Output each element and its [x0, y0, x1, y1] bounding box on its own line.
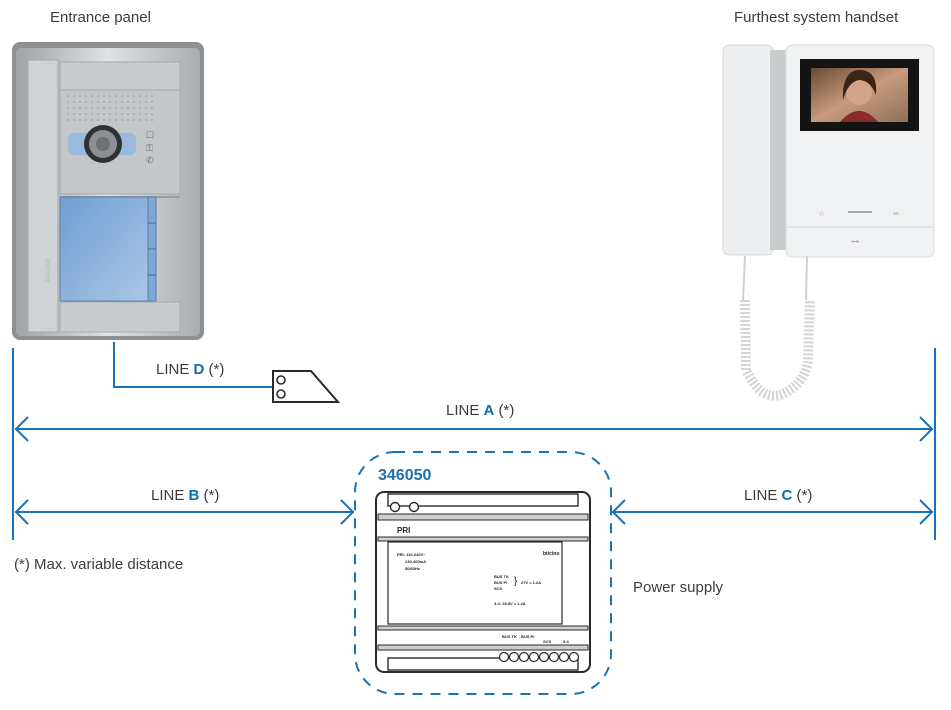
svg-text:BUS PI: BUS PI [521, 634, 534, 639]
speaker-grille [67, 95, 153, 121]
svg-text:☐: ☐ [146, 130, 154, 140]
pri-label: PRI [397, 526, 410, 535]
entrance-panel-label: Entrance panel [50, 9, 151, 26]
power-supply-boundary [354, 451, 612, 695]
line-a-label: LINE A (*) [446, 402, 515, 419]
svg-text:bticino: bticino [43, 258, 52, 282]
brace-glyph: } [514, 576, 518, 587]
svg-text:SCS: SCS [543, 639, 552, 644]
svg-text:3-4: 28.8V = 1.2A: 3-4: 28.8V = 1.2A [494, 601, 526, 606]
line-a-arrow [14, 416, 934, 442]
handset-label: Furthest system handset [734, 9, 899, 26]
line-d-label: LINE D (*) [156, 361, 225, 378]
model-number: 346050 [378, 467, 432, 484]
svg-text:27V = 1.2A: 27V = 1.2A [521, 580, 541, 585]
svg-text:3-4: 3-4 [563, 639, 570, 644]
line-c-label: LINE C (*) [744, 487, 813, 504]
svg-text:⚿: ⚿ [146, 143, 153, 153]
svg-text:PRI: 110-240V~: PRI: 110-240V~ [397, 552, 426, 557]
svg-text:BUS TK: BUS TK [494, 574, 509, 579]
power-supply-label: Power supply [633, 579, 724, 596]
line-b-arrow [14, 499, 355, 525]
camera-icon [84, 125, 122, 163]
terminal-block-icon [272, 370, 341, 403]
line-d [113, 342, 341, 403]
footnote: (*) Max. variable distance [14, 556, 184, 573]
svg-text:✆: ✆ [146, 155, 154, 165]
svg-text:BUS PI: BUS PI [494, 580, 507, 585]
svg-text:50/60Hz: 50/60Hz [405, 566, 420, 571]
brand-logo: bticino [543, 551, 559, 557]
svg-text:SCS: SCS [494, 586, 503, 591]
power-supply-device [375, 491, 591, 673]
handset-device: ☆ ∞ ⊶ [722, 44, 935, 401]
line-c-arrow [611, 499, 934, 525]
svg-text:BUS TK: BUS TK [502, 634, 517, 639]
entrance-panel-device: ☐ ⚿ ✆ bticino [12, 42, 204, 340]
key-icon: ⊶ [851, 237, 859, 246]
line-b-label: LINE B (*) [151, 487, 220, 504]
link-icon: ∞ [893, 209, 899, 218]
svg-text:230-400mA: 230-400mA [405, 559, 426, 564]
star-icon: ☆ [818, 209, 825, 218]
